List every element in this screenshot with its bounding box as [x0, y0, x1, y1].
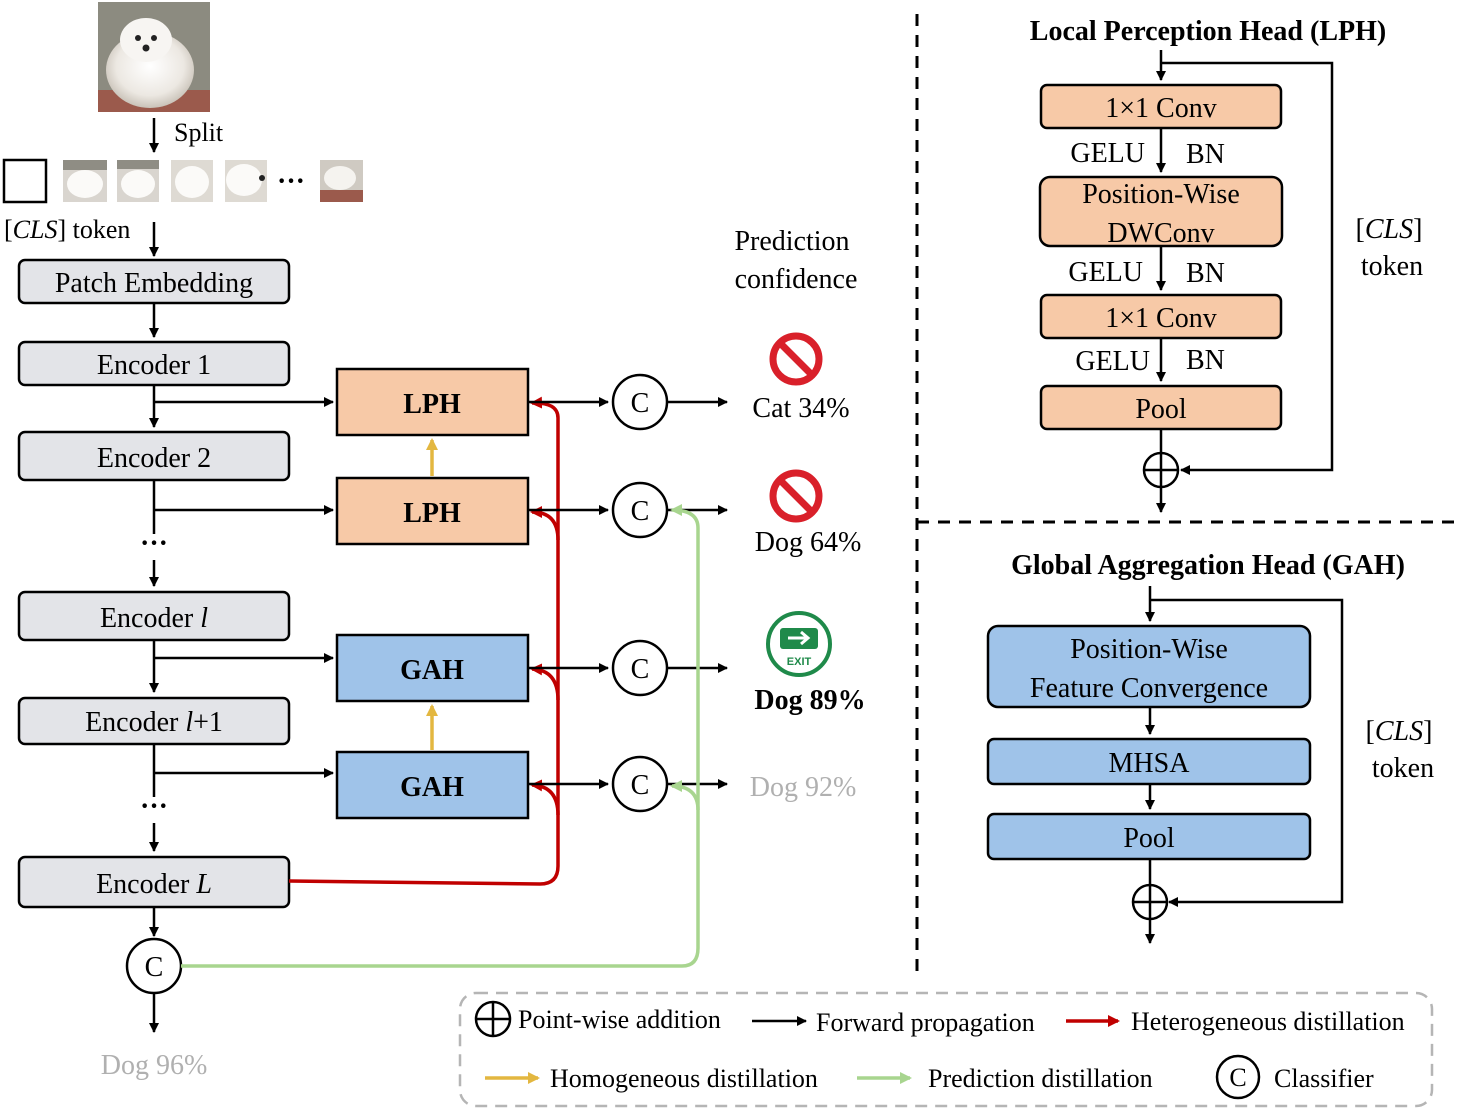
encoder-L-label: Encoder L — [96, 869, 212, 900]
lph-residual-path — [1161, 61, 1334, 475]
lph-head-1-label: LPH — [403, 389, 461, 420]
gah-head-1 — [335, 633, 530, 703]
legend-prediction-distillation: Prediction distillation — [928, 1064, 1153, 1093]
prohibited-icon — [769, 469, 823, 523]
prediction-distillation-path-2 — [670, 780, 700, 811]
gah-mhsa-label: MHSA — [1109, 748, 1191, 779]
lph-token-label: token — [1361, 251, 1423, 282]
classifier-1-symbol: C — [631, 388, 650, 419]
lph-conv2-label: 1×1 Conv — [1105, 303, 1216, 334]
lph-head-1 — [335, 367, 530, 437]
gah-head-2-label: GAH — [400, 772, 464, 803]
legend-pointwise-addition: Point-wise addition — [518, 1005, 721, 1034]
patch-ellipsis: ··· — [277, 166, 305, 197]
prediction-3: Dog 89% — [754, 685, 865, 716]
gah-pfc-label-2: Feature Convergence — [1030, 673, 1268, 704]
patch-embedding-label: Patch Embedding — [55, 268, 253, 299]
gah-pfc-label-1: Position-Wise — [1070, 634, 1228, 665]
encoder-l1-label: Encoder l+1 — [85, 707, 223, 738]
classifier-4-symbol: C — [631, 770, 650, 801]
classifier-2-symbol: C — [631, 496, 650, 527]
legend-homogeneous-distillation: Homogeneous distillation — [550, 1064, 818, 1093]
encoder-l-label: Encoder l — [100, 603, 208, 634]
final-prediction: Dog 96% — [101, 1050, 208, 1081]
lph-bn-1: BN — [1186, 139, 1225, 170]
exit-sign-text: EXIT — [787, 656, 812, 668]
cls-token-box — [2, 158, 48, 204]
legend-heterogeneous-distillation: Heterogeneous distillation — [1131, 1007, 1405, 1036]
lph-pool-label: Pool — [1135, 394, 1187, 425]
gah-cls-label: [CLS] — [1366, 716, 1433, 747]
gah-residual-path — [1150, 598, 1344, 907]
legend-classifier-symbol: C — [1229, 1063, 1246, 1092]
legend-box — [458, 991, 1434, 1108]
lph-dwconv-label-2: DWConv — [1107, 218, 1214, 249]
lph-panel-title: Local Perception Head (LPH) — [1030, 16, 1386, 47]
split-label: Split — [174, 118, 224, 147]
gah-pointwise-add-icon — [1131, 883, 1169, 921]
gah-panel-title: Global Aggregation Head (GAH) — [1011, 550, 1405, 581]
pointwise-add-icon — [474, 1000, 512, 1038]
lph-gelu-1: GELU — [1070, 138, 1145, 169]
lph-bn-3: BN — [1186, 345, 1225, 376]
lph-dwconv-label-1: Position-Wise — [1082, 179, 1240, 210]
vdots-2: ··· — [140, 791, 168, 822]
prediction-1: Cat 34% — [752, 393, 849, 424]
gah-head-2 — [335, 750, 530, 820]
prediction-2: Dog 64% — [755, 527, 862, 558]
lph-head-2 — [335, 476, 530, 546]
prediction-confidence-title-1: Prediction — [734, 226, 849, 257]
cls-token-label: [CLS] token — [4, 215, 130, 244]
prediction-distillation-path-1 — [181, 504, 700, 968]
legend-classifier-icon — [1215, 1054, 1261, 1100]
dog-photo — [98, 2, 210, 112]
legend-forward-propagation: Forward propagation — [816, 1008, 1035, 1037]
heterogeneous-path-gah-2 — [530, 779, 560, 816]
lph-cls-label: [CLS] — [1356, 214, 1423, 245]
prediction-4: Dog 92% — [750, 772, 857, 803]
patch-thumbnails — [2, 158, 363, 204]
legend-classifier: Classifier — [1274, 1064, 1374, 1093]
prohibited-icon — [769, 332, 823, 386]
lph-gelu-3: GELU — [1075, 346, 1150, 377]
exit-sign-icon: EXIT — [766, 611, 832, 677]
final-classifier-symbol: C — [145, 952, 164, 983]
lph-head-2-label: LPH — [403, 498, 461, 529]
vdots-1: ··· — [140, 528, 168, 559]
gah-pool-label: Pool — [1123, 823, 1175, 854]
encoder-1-label: Encoder 1 — [97, 350, 211, 381]
heterogeneous-path-gah-1 — [530, 663, 560, 701]
heterogeneous-path-lph-1 — [288, 396, 560, 886]
lph-conv1-label: 1×1 Conv — [1105, 93, 1216, 124]
encoder-2-label: Encoder 2 — [97, 443, 211, 474]
prediction-confidence-title-2: confidence — [735, 264, 858, 295]
lph-pointwise-add-icon — [1142, 451, 1180, 489]
gah-token-label: token — [1372, 753, 1434, 784]
lph-gelu-2: GELU — [1068, 257, 1143, 288]
classifier-3-symbol: C — [631, 654, 650, 685]
gah-head-1-label: GAH — [400, 655, 464, 686]
heterogeneous-path-lph-2 — [530, 506, 560, 541]
lph-bn-2: BN — [1186, 258, 1225, 289]
